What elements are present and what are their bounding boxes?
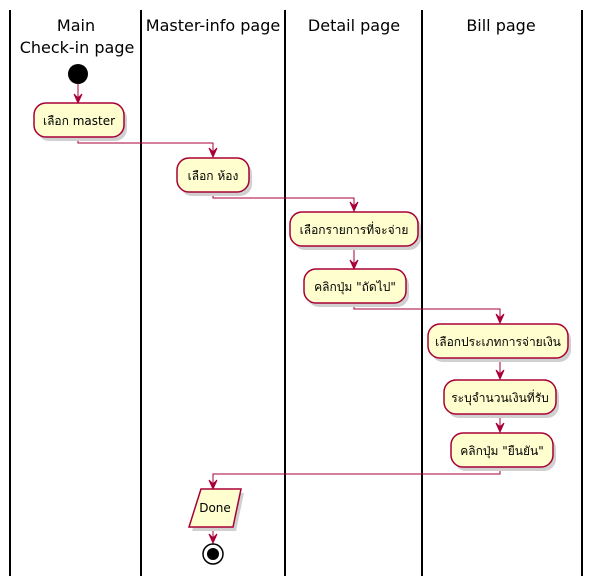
edge-confirm-to-done bbox=[212, 467, 501, 486]
activity-label: เลือก ห้อง bbox=[188, 169, 239, 183]
activity-label: เลือก master bbox=[43, 114, 115, 128]
activity-label: คลิกปุ่ม "ถัดไป" bbox=[314, 280, 396, 295]
activity-done: Done bbox=[187, 488, 244, 531]
activity-label: คลิกปุ่ม "ยืนยัน" bbox=[460, 444, 544, 459]
lane-title-bill: Bill page bbox=[466, 16, 535, 35]
arrowhead bbox=[349, 201, 359, 213]
activity-label: เลือกรายการที่จะจ่าย bbox=[300, 221, 409, 237]
activity-label: Done bbox=[199, 501, 231, 515]
activity-click-confirm: คลิกปุ่ม "ยืนยัน" bbox=[450, 432, 556, 471]
arrowhead bbox=[349, 259, 359, 271]
start-node bbox=[68, 64, 88, 84]
end-node bbox=[202, 543, 224, 565]
activity-label: เลือกประเภทการจ่ายเงิน bbox=[435, 335, 561, 349]
activity-select-items: เลือกรายการที่จะจ่าย bbox=[289, 211, 421, 250]
arrowhead bbox=[73, 93, 83, 105]
activity-select-master: เลือก master bbox=[33, 102, 127, 141]
lane-title-main-line2: Check-in page bbox=[20, 38, 135, 57]
lane-title-master-info: Master-info page bbox=[146, 16, 280, 35]
arrowhead bbox=[208, 533, 218, 545]
arrowhead bbox=[495, 369, 505, 381]
arrowhead bbox=[208, 147, 218, 159]
arrowhead bbox=[208, 479, 218, 491]
activity-select-payment-type: เลือกประเภทการจ่ายเงิน bbox=[427, 323, 571, 362]
activity-select-room: เลือก ห้อง bbox=[176, 157, 252, 196]
lane-title-main-line1: Main bbox=[57, 16, 95, 35]
arrowhead bbox=[495, 313, 505, 325]
activity-enter-amount: ระบุจำนวนเงินที่รับ bbox=[443, 379, 559, 418]
activity-label: ระบุจำนวนเงินที่รับ bbox=[451, 389, 549, 406]
arrowhead bbox=[495, 422, 505, 434]
lane-title-detail: Detail page bbox=[308, 16, 400, 35]
activity-click-next: คลิกปุ่ม "ถัดไป" bbox=[303, 268, 409, 307]
